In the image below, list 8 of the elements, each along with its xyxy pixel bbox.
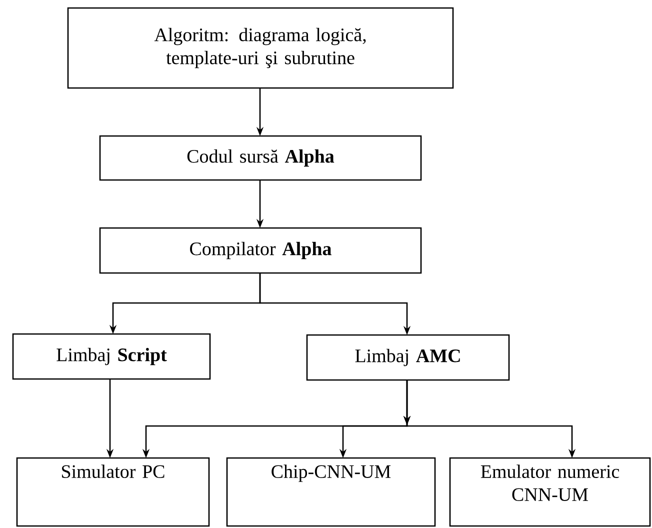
process-box: Algoritm: diagrama logică, template-uri şi subrutine xyxy=(67,7,454,89)
process-box: Emulator numeric CNN-UM xyxy=(449,457,651,527)
process-box: Limbaj AMC xyxy=(306,334,510,381)
process-box: Compilator Alpha xyxy=(99,227,422,274)
process-box: Codul sursă Alpha xyxy=(99,135,422,181)
process-box: Simulator PC xyxy=(16,457,210,527)
process-box: Limbaj Script xyxy=(12,333,211,380)
process-box: Chip-CNN-UM xyxy=(226,457,436,527)
